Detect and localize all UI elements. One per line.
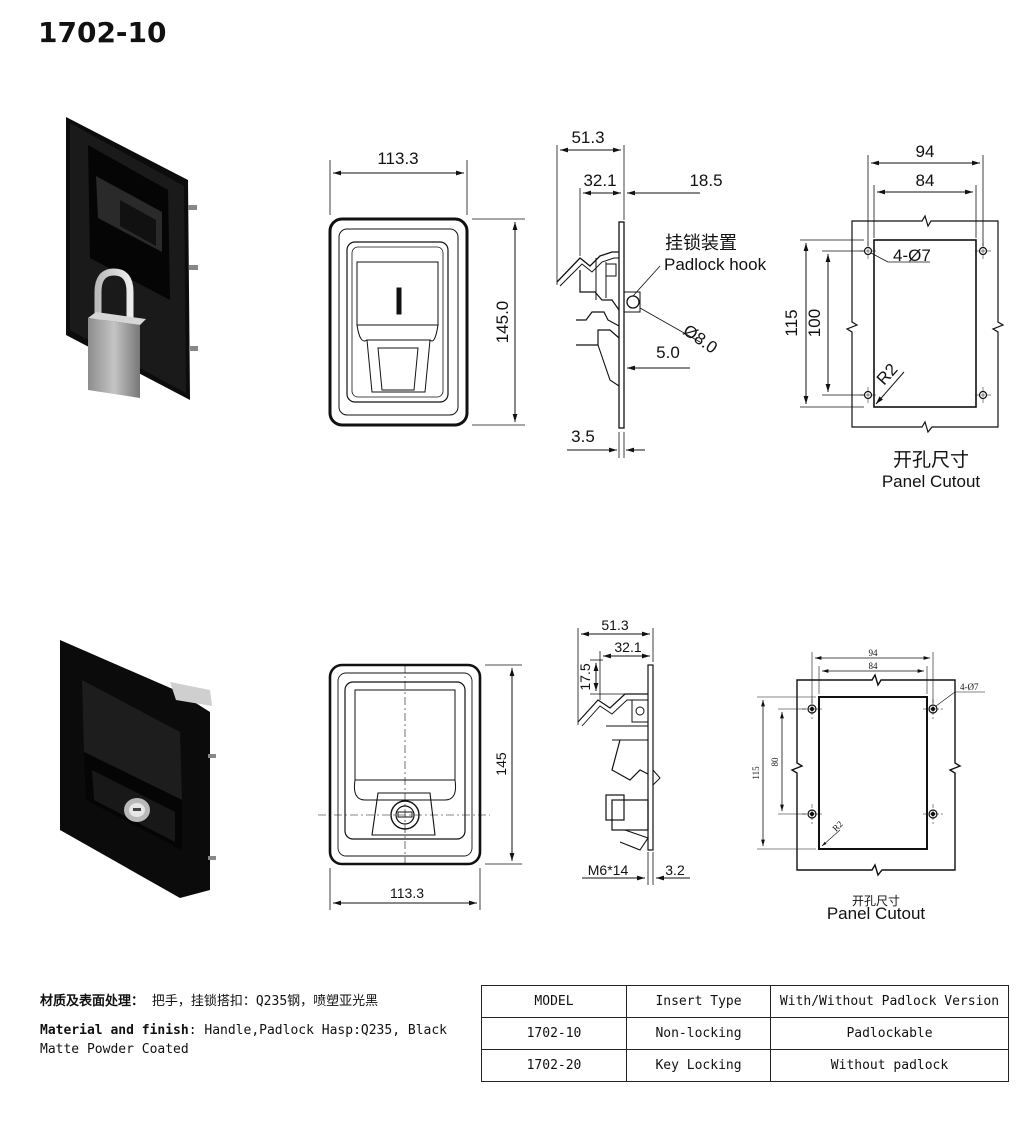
dim-cutout-radius-bottom: R2 <box>830 819 845 834</box>
dim-bolt-bottom: M6*14 <box>588 862 629 878</box>
page-title: 1702-10 <box>38 16 167 49</box>
dim-offset-top: 5.0 <box>656 343 680 362</box>
model-table: MODEL Insert Type With/Without Padlock V… <box>481 985 1009 1082</box>
panel-cutout-label-en-bottom: Panel Cutout <box>827 904 926 923</box>
dim-depth-top: 51.3 <box>571 128 604 147</box>
dim-thickness-bottom: 3.2 <box>665 862 685 878</box>
side-view-top <box>556 145 701 458</box>
front-view-bottom <box>318 663 522 910</box>
dim-cutout-w-inner-bottom: 84 <box>869 661 879 671</box>
panel-cutout-label-en-top: Panel Cutout <box>882 472 981 491</box>
product-render-key-locking <box>60 640 216 898</box>
table-row: 1702-10 Non-locking Padlockable <box>481 1017 1009 1050</box>
material-cn-label: 材质及表面处理： <box>40 994 145 1009</box>
table-cell: Key Locking <box>626 1049 771 1082</box>
dim-cutout-holes-top: 4-Ø7 <box>893 246 931 265</box>
dim-depth-bottom: 51.3 <box>601 617 628 633</box>
table-header-row: MODEL Insert Type With/Without Padlock V… <box>481 985 1009 1018</box>
padlock-hook-label-cn: 挂锁装置 <box>665 233 737 254</box>
dim-cutout-h-outer-top: 115 <box>782 309 801 336</box>
panel-cutout-bottom <box>757 652 985 877</box>
dim-d3-bottom: 17.5 <box>577 663 593 690</box>
dim-cutout-radius-top: R2 <box>873 360 902 389</box>
dim-d1-top: 32.1 <box>583 171 616 190</box>
dim-cutout-holes-bottom: 4-Ø7 <box>960 682 979 692</box>
material-cn: 材质及表面处理： 把手，挂锁搭扣：Q235钢，喷塑亚光黑 <box>40 992 470 1011</box>
material-en: Material and finish: Handle,Padlock Hasp… <box>40 1021 470 1059</box>
padlock-hook-label-en: Padlock hook <box>664 255 767 274</box>
dim-cutout-h-inner-bottom: 80 <box>770 757 780 767</box>
table-cell: Without padlock <box>770 1049 1009 1082</box>
table-cell: Non-locking <box>626 1017 771 1050</box>
dim-width-top: 113.3 <box>377 149 418 168</box>
material-en-text: : Handle,Padlock Hasp:Q235, Black Matte … <box>40 1023 447 1057</box>
front-view-top <box>328 160 525 427</box>
dim-width-bottom: 113.3 <box>390 885 424 901</box>
col-model: MODEL <box>481 985 627 1018</box>
panel-cutout-label-cn-bottom: 开孔尺寸 <box>852 894 900 908</box>
dim-height-top: 145.0 <box>493 301 512 344</box>
col-padlock-version: With/Without Padlock Version <box>770 985 1009 1018</box>
material-finish-note: 材质及表面处理： 把手，挂锁搭扣：Q235钢，喷塑亚光黑 Material an… <box>40 992 470 1059</box>
dim-hole-top: Ø8.0 <box>680 321 721 358</box>
table-cell: 1702-10 <box>481 1017 627 1050</box>
table-cell: 1702-20 <box>481 1049 627 1082</box>
panel-cutout-label-cn-top: 开孔尺寸 <box>893 449 969 471</box>
table-row: 1702-20 Key Locking Without padlock <box>481 1049 1009 1082</box>
dim-cutout-w-outer-bottom: 94 <box>869 648 879 658</box>
side-view-bottom <box>577 628 690 885</box>
product-render-padlockable <box>66 117 198 400</box>
table-cell: Padlockable <box>770 1017 1009 1050</box>
dim-height-bottom: 145 <box>493 752 509 776</box>
dim-cutout-h-inner-top: 100 <box>805 309 824 337</box>
panel-cutout-top <box>800 155 1005 434</box>
dim-cutout-w-inner-top: 84 <box>916 171 935 190</box>
technical-drawing: 113.3 145.0 51.3 32.1 18.5 挂锁装置 Padlock … <box>60 117 1005 923</box>
dim-d1-bottom: 32.1 <box>614 639 641 655</box>
dim-thickness-top: 3.5 <box>571 427 595 446</box>
material-en-label: Material and finish <box>40 1023 189 1038</box>
dim-cutout-w-outer-top: 94 <box>916 142 935 161</box>
material-cn-text: 把手，挂锁搭扣：Q235钢，喷塑亚光黑 <box>144 994 379 1009</box>
col-insert-type: Insert Type <box>626 985 771 1018</box>
dim-d2-top: 18.5 <box>689 171 722 190</box>
dim-cutout-h-outer-bottom: 115 <box>751 766 761 780</box>
